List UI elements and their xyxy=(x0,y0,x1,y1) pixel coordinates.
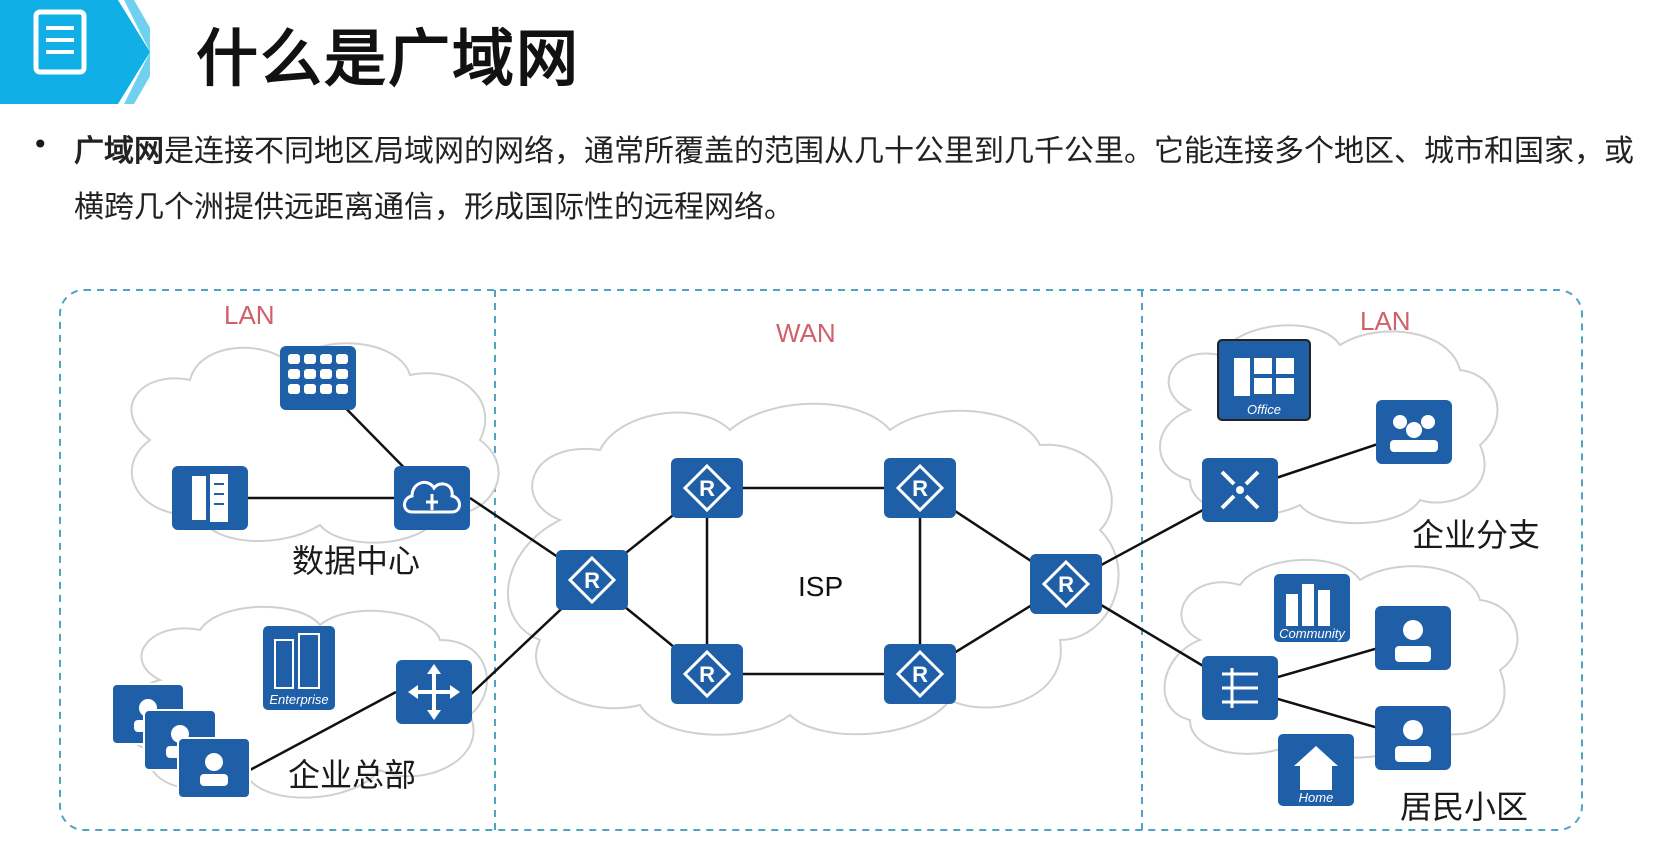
switch-icon xyxy=(396,660,472,724)
user-group-icon xyxy=(111,683,251,799)
cloud-router-icon xyxy=(394,466,470,530)
branch-switch-icon xyxy=(1202,458,1278,522)
zone-label-left-lan: LAN xyxy=(224,300,275,330)
resident-user-icon xyxy=(1375,606,1451,670)
resident-user-icon xyxy=(1375,706,1451,770)
office-tag: Office xyxy=(1247,402,1281,417)
cloud-isp xyxy=(506,402,1120,736)
router-icon xyxy=(554,548,630,612)
router-icon xyxy=(882,456,958,520)
router-icon xyxy=(882,642,958,706)
bullet-term: 广域网 xyxy=(74,134,164,169)
home-icon: Home xyxy=(1278,734,1354,806)
office-building-icon: Office xyxy=(1217,339,1311,421)
home-tag: Home xyxy=(1299,790,1334,805)
zone-frame xyxy=(59,289,1583,831)
community-building-icon: Community xyxy=(1274,574,1350,642)
enterprise-tag: Enterprise xyxy=(269,692,328,707)
enterprise-building-icon: Enterprise xyxy=(263,626,335,710)
router-icon xyxy=(669,456,745,520)
community-tag: Community xyxy=(1279,626,1346,641)
router-icon xyxy=(1028,552,1104,616)
document-icon xyxy=(33,9,87,75)
label-isp: ISP xyxy=(798,571,843,602)
zone-label-wan: WAN xyxy=(776,318,836,348)
residential-switch-icon xyxy=(1202,656,1278,720)
server-icon xyxy=(172,466,248,530)
bullet-paragraph: 广域网是连接不同地区局域网的网络，通常所覆盖的范围从几十公里到几千公里。它能连接… xyxy=(74,124,1634,236)
bullet-body: 是连接不同地区局域网的网络，通常所覆盖的范围从几十公里到几千公里。它能连接多个地… xyxy=(74,134,1634,225)
header-banner xyxy=(0,0,150,104)
router-icon xyxy=(669,642,745,706)
bullet-marker: • xyxy=(32,128,49,161)
storage-icon xyxy=(280,346,356,410)
branch-user-group-icon xyxy=(1376,400,1452,464)
page-title: 什么是广域网 xyxy=(196,22,581,95)
label-hq: 企业总部 xyxy=(288,756,416,794)
label-residential: 居民小区 xyxy=(1400,788,1528,826)
label-branch: 企业分支 xyxy=(1412,516,1540,554)
label-datacenter: 数据中心 xyxy=(292,542,420,580)
